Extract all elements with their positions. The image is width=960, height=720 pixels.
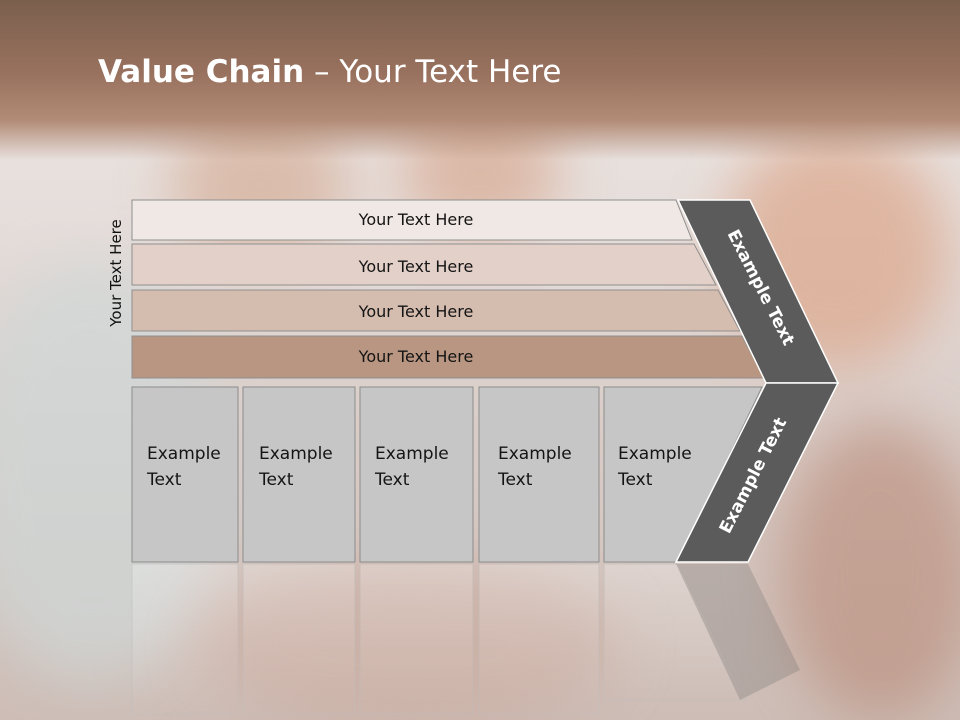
box-4-line-1: Example — [498, 444, 572, 464]
row-label-2: Your Text Here — [358, 257, 474, 276]
box-2-line-1: Example — [259, 444, 333, 464]
bg-shape — [780, 420, 960, 720]
row-label-1: Your Text Here — [358, 210, 474, 229]
row-label-4: Your Text Here — [358, 347, 474, 366]
box-3-line-1: Example — [375, 444, 449, 464]
box-5-line-1: Example — [618, 444, 692, 464]
box-3-line-2: Text — [374, 470, 410, 490]
slide-title: Value Chain – Your Text Here — [98, 54, 562, 90]
box-2-line-2: Text — [258, 470, 294, 490]
example-box-2: Example Text — [242, 386, 356, 563]
box-1-line-2: Text — [146, 470, 182, 490]
box-1-line-1: Example — [147, 444, 221, 464]
box-4-line-2: Text — [497, 470, 533, 490]
row-bar-4: Your Text Here — [131, 335, 765, 379]
row-label-3: Your Text Here — [358, 302, 474, 321]
boxes-reflection — [131, 563, 800, 715]
box-5-line-2: Text — [617, 470, 653, 490]
example-box-1: Example Text — [131, 386, 239, 563]
example-box-4: Example Text — [478, 386, 600, 563]
example-box-3: Example Text — [359, 386, 474, 563]
header-band — [0, 0, 960, 160]
row-bar-3: Your Text Here — [131, 289, 741, 332]
example-box-5: Example Text — [603, 386, 763, 563]
row-bar-1: Your Text Here — [131, 199, 693, 241]
row-bar-2: Your Text Here — [131, 243, 717, 286]
